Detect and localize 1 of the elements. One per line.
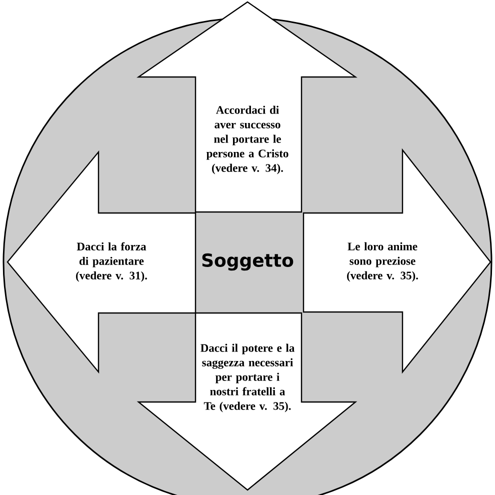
node-label: Le loro anime sono preziose (vedere v. 35). [347, 242, 418, 282]
